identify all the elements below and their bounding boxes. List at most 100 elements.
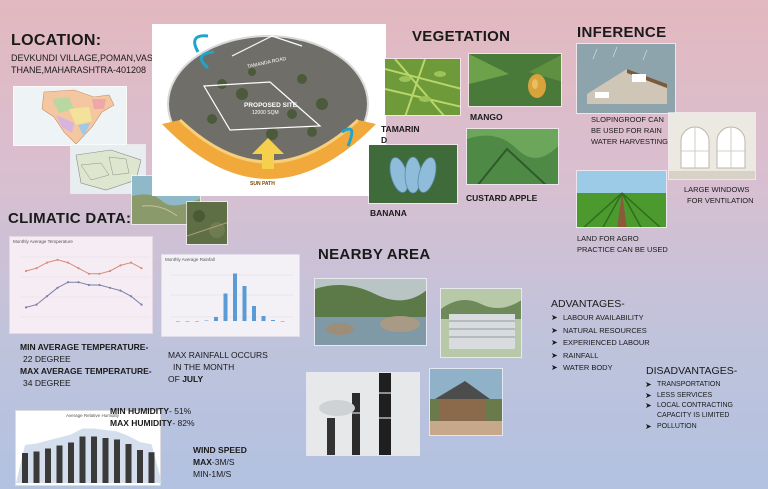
wind-min: MIN-1M/S bbox=[193, 469, 232, 479]
temperature-point bbox=[108, 286, 112, 289]
rainfall-bar bbox=[271, 320, 275, 321]
agro-text-2: PRACTICE CAN BE USED bbox=[577, 245, 668, 254]
windows-text-1: LARGE WINDOWS bbox=[684, 185, 750, 194]
climatic-heading: CLIMATIC DATA: bbox=[8, 210, 132, 227]
disadvantage-item: LOCAL CONTRACTING CAPACITY IS LIMITED bbox=[645, 401, 745, 421]
humidity-bar bbox=[45, 448, 51, 483]
temperature-point bbox=[35, 303, 38, 306]
temperature-point bbox=[87, 283, 91, 287]
advantage-item: RAINFALL bbox=[551, 350, 650, 363]
disadvantages-list: TRANSPORTATION LESS SERVICES LOCAL CONTR… bbox=[645, 379, 745, 432]
india-map-image bbox=[13, 86, 127, 146]
tamarind-image bbox=[384, 58, 461, 116]
temperature-point bbox=[56, 258, 59, 261]
site-area-label: 12000 SQM bbox=[252, 110, 279, 116]
disadvantage-item: POLLUTION bbox=[645, 421, 745, 432]
custard-apple-label: CUSTARD APPLE bbox=[466, 193, 538, 203]
vegetation-heading: VEGETATION bbox=[412, 28, 511, 45]
disadvantages-heading: DISADVANTAGES- bbox=[646, 365, 738, 377]
temperature-point bbox=[140, 303, 143, 306]
humidity-bar bbox=[68, 442, 74, 483]
sloping-roof-inference: SLOPINGROOF CAN BE USED FOR RAIN WATER H… bbox=[591, 114, 668, 147]
location-address-line1: DEVKUNDI VILLAGE,POMAN,VASAI, bbox=[11, 53, 164, 63]
sun-path-label: SUN PATH bbox=[250, 181, 275, 187]
humidity-chart-title: Average Relative Humidity bbox=[66, 413, 119, 418]
humidity-bar bbox=[56, 445, 63, 483]
rainfall-bar bbox=[195, 321, 199, 322]
rainfall-bar bbox=[242, 286, 247, 321]
temperature-chart-title: Monthly Average Temperature bbox=[13, 239, 73, 244]
river-image bbox=[314, 278, 427, 346]
temperature-point bbox=[56, 286, 59, 289]
temperature-point bbox=[45, 295, 49, 298]
max-temp-label: MAX AVERAGE TEMPERATURE- bbox=[20, 366, 152, 376]
temperature-point bbox=[87, 272, 91, 275]
agro-inference: LAND FOR AGRO PRACTICE CAN BE USED bbox=[577, 233, 668, 255]
rain-text-of: OF bbox=[168, 374, 180, 384]
rainfall-bar bbox=[214, 317, 218, 321]
windows-text-2: FOR VENTILATION bbox=[687, 196, 754, 205]
wind-max-label: MAX bbox=[193, 457, 212, 467]
humidity-bar bbox=[102, 438, 109, 483]
rain-month: JULY bbox=[182, 374, 204, 384]
advantage-item: LABOUR AVAILABILITY bbox=[551, 312, 650, 325]
humidity-summary: MIN HUMIDITY- 51% MAX HUMIDITY- 82% bbox=[110, 405, 195, 429]
agro-land-image bbox=[576, 170, 667, 228]
banana-image bbox=[368, 144, 458, 204]
maharashtra-map-image bbox=[70, 144, 146, 194]
humidity-bar bbox=[125, 444, 132, 483]
location-address-line2: THANE,MAHARASHTRA-401208 bbox=[11, 65, 147, 75]
site-plan-label: PROPOSED SITE bbox=[244, 102, 298, 109]
wind-summary: WIND SPEED MAX-3M/S MIN-1M/S bbox=[193, 444, 247, 480]
humidity-bar bbox=[22, 453, 28, 483]
temperature-point bbox=[119, 289, 122, 292]
temperature-point bbox=[77, 267, 80, 270]
sloping-roof-image bbox=[576, 43, 676, 114]
custard-apple-image bbox=[466, 128, 559, 185]
site-plan: TAMANDA ROAD PROPOSED SITE 12000 SQM SUN… bbox=[152, 24, 386, 196]
site-satellite-image bbox=[186, 201, 228, 245]
mango-image bbox=[468, 53, 562, 107]
temperature-point bbox=[98, 283, 101, 287]
humidity-bar bbox=[114, 439, 120, 483]
min-temp-label: MIN AVERAGE TEMPERATURE- bbox=[20, 342, 149, 352]
rainfall-chart-title: Monthly Average Rainfall bbox=[165, 257, 215, 262]
min-humidity-label: MIN HUMIDITY bbox=[110, 406, 170, 416]
rain-text-2: IN THE MONTH bbox=[173, 362, 235, 372]
nearby-heading: NEARBY AREA bbox=[318, 246, 431, 263]
temperature-point bbox=[119, 264, 122, 267]
roof-text-3: WATER HARVESTING bbox=[591, 137, 668, 146]
roof-text-1: SLOPINGROOF CAN bbox=[591, 115, 664, 124]
max-humidity-value: - 82% bbox=[172, 418, 195, 428]
rainfall-bar bbox=[185, 321, 190, 322]
disadvantage-item: TRANSPORTATION bbox=[645, 379, 745, 390]
temperature-summary: MIN AVERAGE TEMPERATURE- 22 DEGREE MAX A… bbox=[20, 341, 152, 389]
rainfall-bar bbox=[204, 320, 209, 321]
humidity-bar bbox=[148, 452, 155, 483]
temperature-point bbox=[98, 272, 101, 275]
temperature-point bbox=[140, 267, 143, 270]
humidity-bar bbox=[33, 451, 40, 483]
rainfall-chart: Monthly Average Rainfall bbox=[161, 254, 300, 337]
temperature-point bbox=[24, 269, 28, 273]
min-humidity-value: - 51% bbox=[169, 406, 192, 416]
advantage-item: NATURAL RESOURCES bbox=[551, 325, 650, 338]
rainfall-bar bbox=[280, 321, 285, 322]
rainfall-bar bbox=[223, 293, 228, 321]
rainfall-bar bbox=[176, 321, 180, 322]
advantage-item: EXPERIENCED LABOUR bbox=[551, 337, 650, 350]
factory-chimneys-image bbox=[306, 372, 420, 456]
location-heading: LOCATION: bbox=[11, 32, 102, 49]
building-image bbox=[440, 288, 522, 358]
village-house-image bbox=[429, 368, 503, 436]
rain-text-1: MAX RAINFALL OCCURS bbox=[168, 350, 268, 360]
temperature-point bbox=[129, 261, 133, 264]
temperature-point bbox=[66, 261, 70, 264]
advantages-heading: ADVANTAGES- bbox=[551, 298, 625, 310]
temperature-point bbox=[35, 267, 38, 270]
mango-label: MANGO bbox=[470, 112, 503, 122]
humidity-bar bbox=[79, 436, 86, 483]
wind-speed-label: WIND SPEED bbox=[193, 445, 247, 455]
large-windows-inference: LARGE WINDOWS FOR VENTILATION bbox=[684, 184, 754, 206]
roof-text-2: BE USED FOR RAIN bbox=[591, 126, 662, 135]
